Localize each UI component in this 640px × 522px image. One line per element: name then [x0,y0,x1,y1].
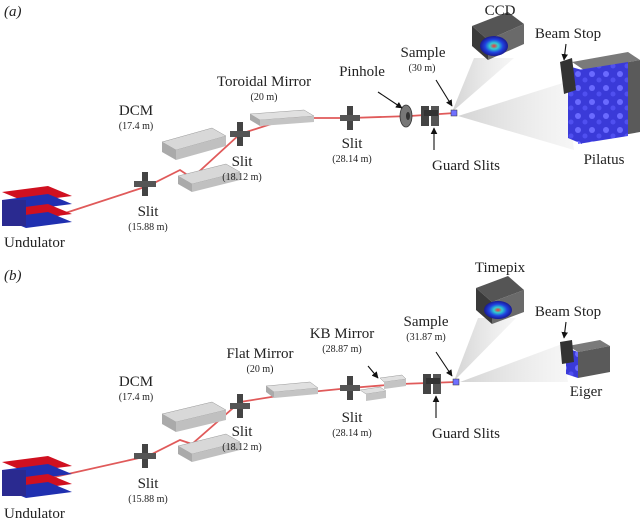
slit-3-b [340,376,360,400]
ccd-scatter-fan [452,58,514,112]
sample-pos-b: (31.87 m) [406,332,445,343]
sample-arrow-b [435,351,453,377]
slit-2-pos-b: (18.12 m) [222,442,261,453]
slit-2-a [230,122,250,146]
eiger-scatter-fan [460,344,568,382]
sample-arrow-a [435,79,453,107]
pilatus-scatter-fan [458,82,574,150]
slit-1-pos-b: (15.88 m) [128,494,167,505]
undulator-label-b: Undulator [4,506,65,522]
slit-1-a [134,172,156,196]
dcm-b [161,401,241,462]
guard-slits-b [423,374,441,394]
guard-slits-label-a: Guard Slits [432,158,500,174]
mirror-label-a: Toroidal Mirror [217,74,311,90]
slit-2-label-a: Slit [232,154,254,170]
slit-3-label-b: Slit [342,410,364,426]
beam-stop-label-b: Beam Stop [535,304,601,320]
undulator-a [2,186,72,228]
pilatus-label: Pilatus [584,152,625,168]
slit-2-b [230,394,250,418]
slit-3-pos-b: (28.14 m) [332,428,371,439]
slit-2-pos-a: (18.12 m) [222,172,261,183]
sample-b [452,378,460,386]
dcm-label-b: DCM [119,374,153,390]
mirror-pos-a: (20 m) [251,92,278,103]
slit-3-label-a: Slit [342,136,364,152]
kb-mirror-label: KB Mirror [310,326,375,342]
panel-a-tag: (a) [4,4,22,20]
undulator-label-a: Undulator [4,235,65,251]
toroidal-mirror-a [249,109,315,126]
slit-3-a [340,106,360,130]
flat-mirror-b [265,381,319,398]
sample-label-a: Sample [401,45,446,61]
pilatus-detector [568,52,640,144]
ccd-detector [472,12,524,60]
beam-stop-a [560,58,576,94]
pinhole-label: Pinhole [339,64,385,80]
panel-b-tag: (b) [4,268,22,284]
mirror-pos-b: (20 m) [247,364,274,375]
slit-2-label-b: Slit [232,424,254,440]
guard-slits-a [421,106,439,126]
ccd-label: CCD [485,3,516,19]
pinhole-arrow [377,91,403,109]
sample-pos-a: (30 m) [409,63,436,74]
eiger-label: Eiger [570,384,602,400]
slit-1-label-a: Slit [138,204,160,220]
beam-stop-b [560,340,574,364]
slit-1-b [134,444,156,468]
sample-a [450,109,458,117]
beam-path-b [49,381,457,479]
beam-stop-label-a: Beam Stop [535,26,601,42]
mirror-label-b: Flat Mirror [226,346,293,362]
ccd-speckle-pattern [480,36,508,56]
beam-path-a [49,112,456,219]
dcm-label-a: DCM [119,103,153,119]
guard-slits-label-b: Guard Slits [432,426,500,442]
slit-1-pos-a: (15.88 m) [128,222,167,233]
timepix-detector [476,276,524,324]
pinhole-a [399,104,413,128]
dcm-a [161,127,241,192]
kb-mirror-b [359,374,407,401]
dcm-pos-b: (17.4 m) [119,392,153,403]
beam-stop-arrow-a [561,43,569,61]
slit-1-label-b: Slit [138,476,160,492]
sample-label-b: Sample [404,314,449,330]
kb-mirror-arrow [367,365,379,379]
slit-3-pos-a: (28.14 m) [332,154,371,165]
beam-stop-arrow-b [561,321,569,339]
timepix-label: Timepix [475,260,526,276]
kb-mirror-pos: (28.87 m) [322,344,361,355]
panel-b: (b) [2,260,610,522]
timepix-scatter-fan [454,318,516,381]
panel-a: (a) [2,3,640,251]
undulator-b [2,456,72,498]
timepix-speckle-pattern [484,301,512,319]
dcm-pos-a: (17.4 m) [119,121,153,132]
